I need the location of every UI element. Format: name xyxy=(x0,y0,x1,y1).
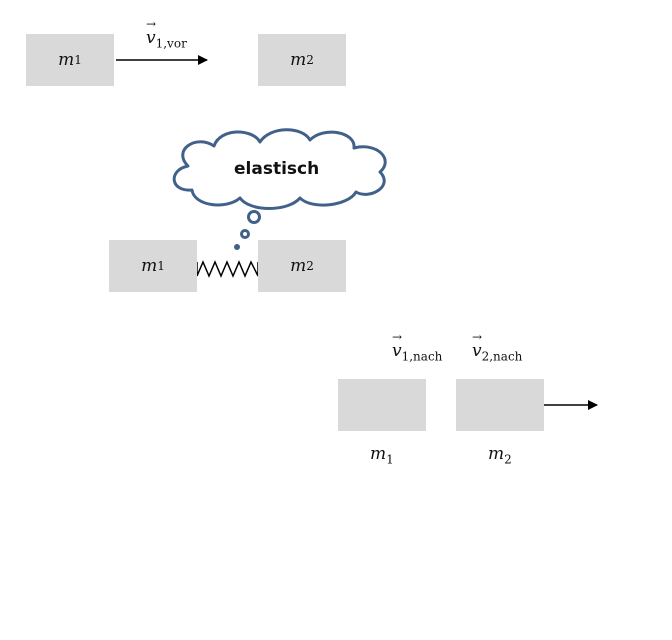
mass-2-after-index: 2 xyxy=(504,452,512,467)
thought-bubble-medium xyxy=(240,229,250,239)
mass-1-before-index: 1 xyxy=(74,53,82,67)
thought-bubbles xyxy=(240,210,261,239)
mass-1-after-index: 1 xyxy=(386,452,394,467)
mass-1-during-symbol: m xyxy=(141,256,158,276)
velocity-label-after-1: v1,nach xyxy=(392,330,443,364)
cloud-label: elastisch xyxy=(234,159,320,179)
mass-2-before-symbol: m xyxy=(290,50,307,70)
thought-bubble-small xyxy=(234,244,240,250)
mass-1-during-index: 1 xyxy=(157,259,165,273)
thought-bubble-large xyxy=(247,210,261,224)
velocity-label-before: v1,vor xyxy=(146,17,187,51)
velocity-label-before-index: 1,vor xyxy=(155,36,187,51)
mass-2-after-box xyxy=(456,379,544,431)
mass-2-after-label: m2 xyxy=(488,444,512,466)
mass-2-during-symbol: m xyxy=(290,256,307,276)
velocity-label-after-1-index: 1,nach xyxy=(401,349,443,364)
mass-2-during-index: 2 xyxy=(306,259,314,273)
mass-1-after-box xyxy=(338,379,426,431)
mass-1-after-symbol: m xyxy=(370,444,387,464)
mass-1-after-label: m1 xyxy=(370,444,394,466)
spring xyxy=(196,260,259,278)
mass-2-after-symbol: m xyxy=(488,444,505,464)
mass-2-before-index: 2 xyxy=(306,53,314,67)
velocity-label-after-2: v2,nach xyxy=(472,330,523,364)
thought-cloud xyxy=(172,128,387,210)
velocity-label-after-2-symbol: v xyxy=(472,330,482,361)
velocity-label-after-1-symbol: v xyxy=(392,330,402,361)
velocity-label-after-2-index: 2,nach xyxy=(481,349,523,364)
velocity-label-before-symbol: v xyxy=(146,17,156,48)
mass-1-before-symbol: m xyxy=(58,50,75,70)
